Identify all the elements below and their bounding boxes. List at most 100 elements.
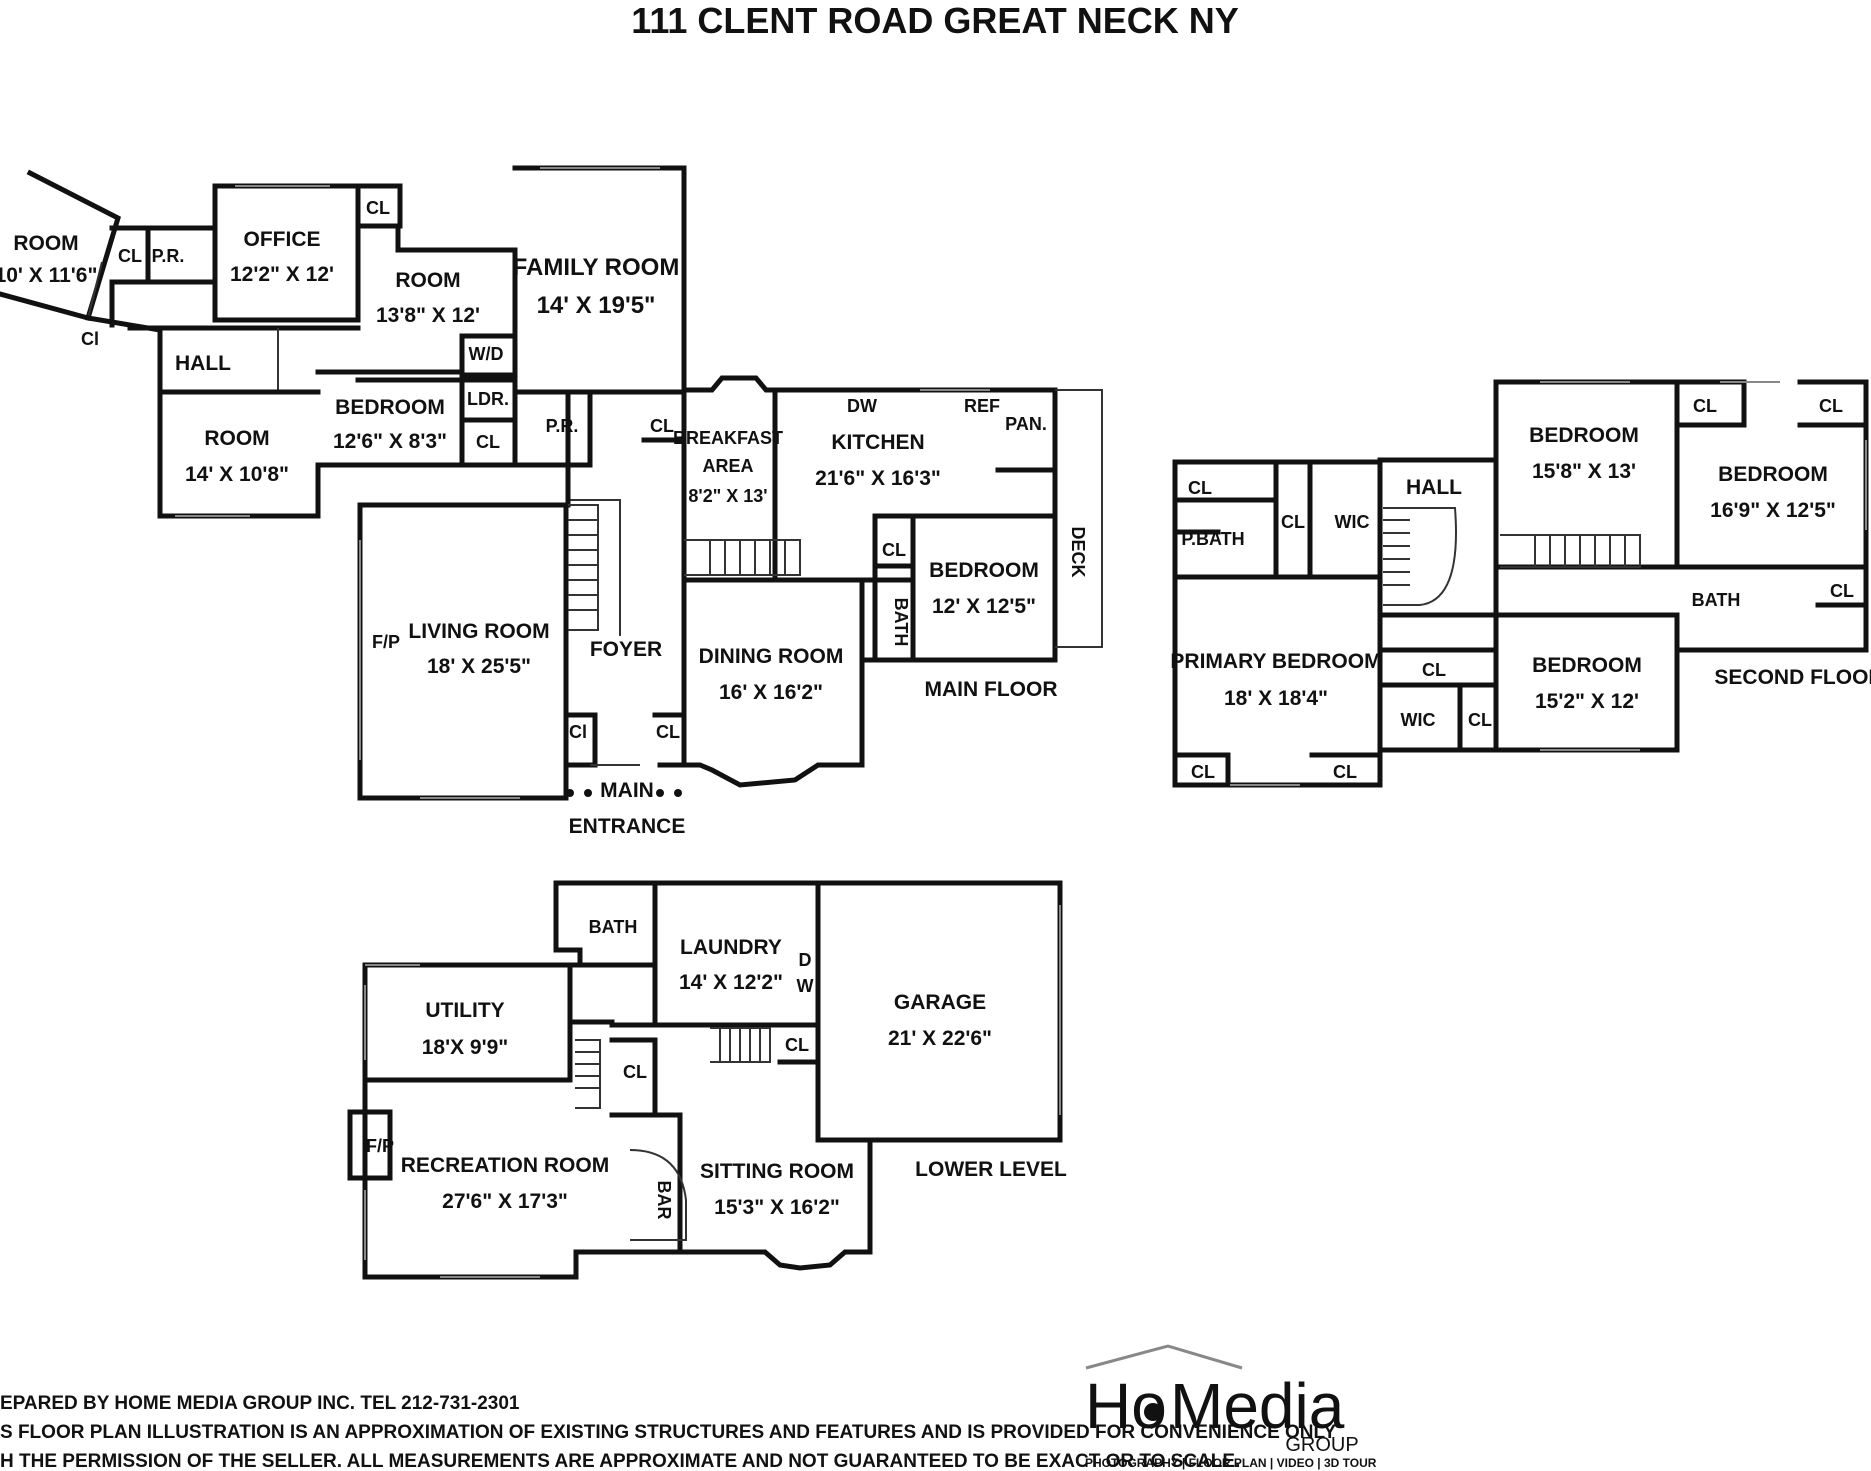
main-foyer: FOYER [590,638,662,661]
second-cl-7: CL [1468,710,1492,730]
lower-bath: BATH [589,917,638,937]
bedroom-main-a-name: BEDROOM [335,396,445,419]
footer-line-2: S FLOOR PLAN ILLUSTRATION IS AN APPROXIM… [0,1422,1336,1443]
bed-2b-dims: 16'9" X 12'5" [1710,499,1836,522]
lower-level-label: LOWER LEVEL [915,1158,1067,1181]
room-mid-name: ROOM [395,269,460,292]
garage-name: GARAGE [894,991,986,1014]
main-pr-1: P.R. [152,246,185,266]
recreation-dims: 27'6" X 17'3" [442,1190,568,1213]
living-name: LIVING ROOM [408,620,549,643]
kitchen-dims: 21'6" X 16'3" [815,467,941,490]
main-cl-2: CL [366,198,390,218]
second-wic-1: WIC [1335,512,1370,532]
recreation-name: RECREATION ROOM [401,1154,609,1177]
room-mid-dims: 13'8" X 12' [376,304,480,327]
second-floor-label: SECOND FLOOR [1714,666,1871,689]
office-name: OFFICE [244,228,321,251]
main-label: MAIN [600,779,654,802]
second-cl-4: CL [1819,396,1843,416]
bedroom-main-b-name: BEDROOM [929,559,1039,582]
main-deck: DECK [1068,526,1088,577]
laundry-name: LAUNDRY [680,936,782,959]
main-cl-8: CL [656,722,680,742]
main-pan: PAN. [1005,414,1047,434]
family-dims: 14' X 19'5" [537,292,656,319]
bed-2b-name: BEDROOM [1718,463,1828,486]
lower-cl-2: CL [623,1062,647,1082]
second-pbath: P.BATH [1181,529,1244,549]
office-dims: 12'2" X 12' [230,263,334,286]
main-cl-4: CL [476,432,500,452]
main-cl-3: Cl [81,329,99,349]
main-bath: BATH [891,598,911,647]
sitting-name: SITTING ROOM [700,1160,854,1183]
breakfast-name2: AREA [702,456,753,476]
room-left-dims: 10' X 11'6" [0,264,97,287]
bed-2c-name: BEDROOM [1532,654,1642,677]
second-cl-1: CL [1188,478,1212,498]
main-dw: DW [847,396,877,416]
room-left-name: ROOM [13,232,78,255]
main-fp: F/P [372,632,400,652]
entrance-dots [566,789,682,797]
second-cl-2: CL [1281,512,1305,532]
logo-tagline: PHOTOGRAPHY | FLOOR PLAN | VIDEO | 3D TO… [1085,1456,1377,1470]
second-cl-3: CL [1693,396,1717,416]
second-floor: CL P.BATH CL WIC HALL BEDROOM 15'8" X 13… [1170,379,1871,788]
main-ldr: LDR. [467,389,509,409]
logo-media: Media [1170,1370,1345,1442]
second-cl-6: CL [1422,660,1446,680]
laundry-dims: 14' X 12'2" [679,971,783,994]
bed-2a-dims: 15'8" X 13' [1532,460,1636,483]
lower-d: D [799,950,812,970]
breakfast-dims: 8'2" X 13' [688,486,767,506]
lower-level: BATH LAUNDRY 14' X 12'2" D W GARAGE 21' … [347,880,1067,1280]
room-hall-dims: 14' X 10'8" [185,463,289,486]
breakfast-name: BREAKFAST [673,428,783,448]
bed-2c-dims: 15'2" X 12' [1535,690,1639,713]
lower-bar: BAR [654,1181,674,1220]
lower-fp: F/P [366,1136,394,1156]
second-cl-5: CL [1830,581,1854,601]
homedia-logo: Ho Media GROUP PHOTOGRAPHY | FLOOR PLAN … [1085,1344,1377,1470]
bedroom-main-b-dims: 12' X 12'5" [932,595,1036,618]
footer-line-1: EPARED BY HOME MEDIA GROUP INC. TEL 212-… [0,1393,520,1414]
garage-dims: 21' X 22'6" [888,1027,992,1050]
main-cl-7: Cl [569,722,587,742]
main-floor: ROOM 10' X 11'6" CL P.R. OFFICE 12'2" X … [0,165,1103,838]
plan-title: 111 CLENT ROAD GREAT NECK NY [631,0,1238,41]
main-cl-6: CL [882,540,906,560]
second-cl-9: CL [1333,762,1357,782]
primary-name: PRIMARY BEDROOM [1170,650,1381,673]
kitchen-name: KITCHEN [831,431,924,454]
family-name: FAMILY ROOM [513,254,680,281]
lower-w: W [797,976,814,996]
main-cl-5: CL [650,416,674,436]
main-hall: HALL [175,352,231,375]
second-cl-8: CL [1191,762,1215,782]
sitting-dims: 15'3" X 16'2" [714,1196,840,1219]
second-hall: HALL [1406,476,1462,499]
second-bath: BATH [1692,590,1741,610]
footer: EPARED BY HOME MEDIA GROUP INC. TEL 212-… [0,1393,1336,1471]
utility-dims: 18'X 9'9" [422,1036,509,1059]
utility-name: UTILITY [425,999,504,1022]
room-hall-name: ROOM [204,427,269,450]
entrance-label: ENTRANCE [569,815,686,838]
main-floor-label: MAIN FLOOR [925,678,1058,701]
main-ref: REF [964,396,1000,416]
bedroom-main-a-dims: 12'6" X 8'3" [333,430,447,453]
main-pr-2: P.R. [546,416,579,436]
camera-icon [1144,1403,1162,1421]
lower-cl-1: CL [785,1035,809,1055]
footer-line-3: H THE PERMISSION OF THE SELLER. ALL MEAS… [0,1451,1240,1471]
dining-dims: 16' X 16'2" [719,681,823,704]
main-wd: W/D [469,344,504,364]
living-dims: 18' X 25'5" [427,655,531,678]
dining-name: DINING ROOM [699,645,844,668]
bed-2a-name: BEDROOM [1529,424,1639,447]
logo-group: GROUP [1285,1434,1358,1456]
second-wic-2: WIC [1401,710,1436,730]
